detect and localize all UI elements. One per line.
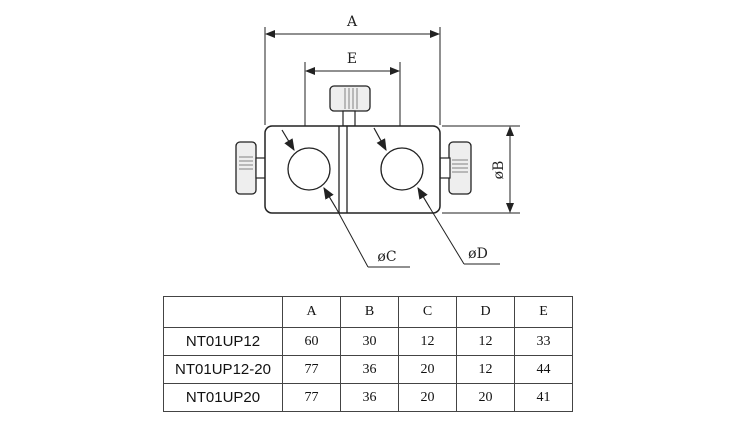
model-cell: NT01UP12 [163, 327, 283, 356]
spec-table: A B C D E NT01UP12 60 30 12 12 33 NT01UP… [163, 296, 573, 412]
value-cell: 77 [282, 383, 341, 412]
header-a: A [282, 296, 341, 328]
dimension-c: øC [281, 129, 410, 268]
value-cell: 60 [282, 327, 341, 356]
header-d: D [456, 296, 515, 328]
dimension-b-label: øB [491, 161, 507, 180]
header-model [163, 296, 283, 328]
value-cell: 33 [514, 327, 573, 356]
value-cell: 77 [282, 355, 341, 384]
table-row: NT01UP12-20 77 36 20 12 44 [163, 355, 573, 384]
value-cell: 12 [398, 327, 457, 356]
part-drawing: A E [235, 14, 520, 268]
bore-c [287, 147, 331, 191]
dimension-e-label: E [347, 51, 357, 67]
top-thumb-screw [329, 85, 371, 127]
header-c: C [398, 296, 457, 328]
dimension-d: øD [373, 127, 500, 265]
header-e: E [514, 296, 573, 328]
value-cell: 20 [398, 383, 457, 412]
clamp-body [264, 125, 441, 214]
model-cell: NT01UP12-20 [163, 355, 283, 384]
right-thumb-screw [439, 141, 472, 195]
dimension-a: A [264, 14, 441, 125]
table-row: NT01UP12 60 30 12 12 33 [163, 327, 573, 356]
header-b: B [340, 296, 399, 328]
value-cell: 36 [340, 383, 399, 412]
value-cell: 12 [456, 355, 515, 384]
dimension-a-label: A [346, 14, 358, 30]
value-cell: 12 [456, 327, 515, 356]
value-cell: 20 [398, 355, 457, 384]
value-cell: 36 [340, 355, 399, 384]
value-cell: 30 [340, 327, 399, 356]
dimension-b: øB [442, 125, 520, 214]
left-thumb-screw [235, 141, 267, 195]
table-header-row: A B C D E [163, 296, 573, 328]
model-cell: NT01UP20 [163, 383, 283, 412]
value-cell: 41 [514, 383, 573, 412]
bore-d [380, 147, 424, 191]
dimension-d-label: øD [468, 246, 488, 262]
dimension-c-label: øC [377, 249, 396, 265]
value-cell: 44 [514, 355, 573, 384]
dimension-e: E [304, 51, 401, 128]
table-row: NT01UP20 77 36 20 20 41 [163, 383, 573, 412]
value-cell: 20 [456, 383, 515, 412]
